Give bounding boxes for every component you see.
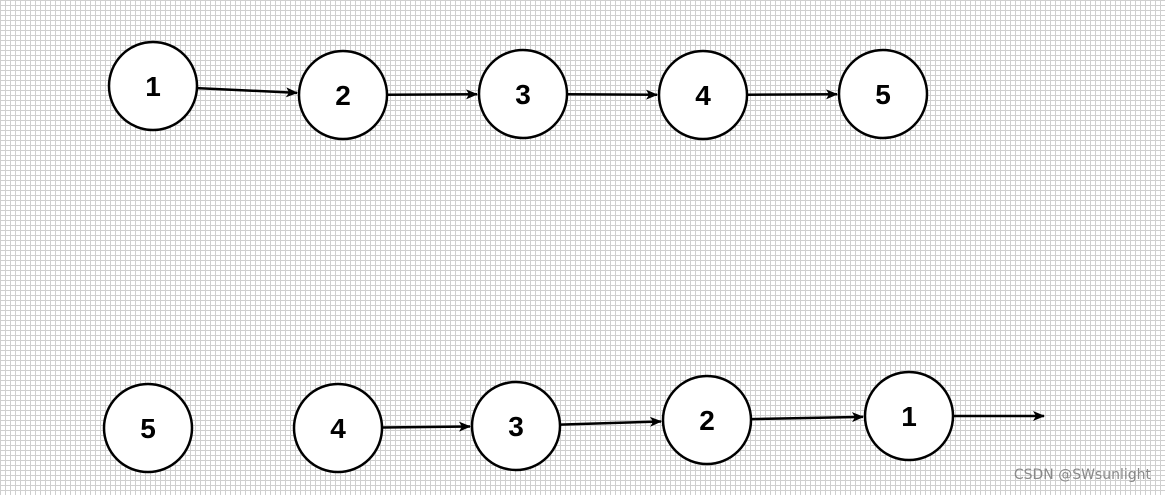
node-3: 3 bbox=[477, 48, 569, 140]
node-5: 5 bbox=[102, 382, 194, 474]
node-2: 2 bbox=[661, 374, 753, 466]
node-label: 2 bbox=[335, 80, 351, 111]
node-label: 3 bbox=[508, 411, 524, 442]
node-label: 5 bbox=[875, 79, 891, 110]
node-label: 1 bbox=[145, 71, 161, 102]
node-4: 4 bbox=[292, 382, 384, 474]
watermark-text: CSDN @SWsunlight bbox=[1013, 467, 1151, 483]
arrow-4-to-3 bbox=[381, 421, 472, 432]
arrow-2-to-1 bbox=[750, 412, 865, 423]
node-4: 4 bbox=[657, 49, 749, 141]
arrow-2-to-3 bbox=[386, 89, 479, 100]
arrow-4-to-5 bbox=[746, 89, 839, 100]
arrow-1-to-2 bbox=[196, 86, 299, 98]
arrow-3-to-2 bbox=[559, 416, 663, 427]
original-list: 1 2 3 4 5 bbox=[107, 40, 929, 141]
node-label: 4 bbox=[695, 80, 711, 111]
node-label: 3 bbox=[515, 79, 531, 110]
node-5: 5 bbox=[837, 48, 929, 140]
node-3: 3 bbox=[470, 380, 562, 472]
arrow-3-to-4 bbox=[566, 89, 659, 100]
node-1: 1 bbox=[107, 40, 199, 132]
node-1: 1 bbox=[863, 370, 955, 462]
node-2: 2 bbox=[297, 49, 389, 141]
node-label: 4 bbox=[330, 413, 346, 444]
node-label: 5 bbox=[140, 413, 156, 444]
node-label: 2 bbox=[699, 405, 715, 436]
node-label: 1 bbox=[901, 401, 917, 432]
reversed-list: 5 4 3 2 1 bbox=[102, 370, 1045, 474]
